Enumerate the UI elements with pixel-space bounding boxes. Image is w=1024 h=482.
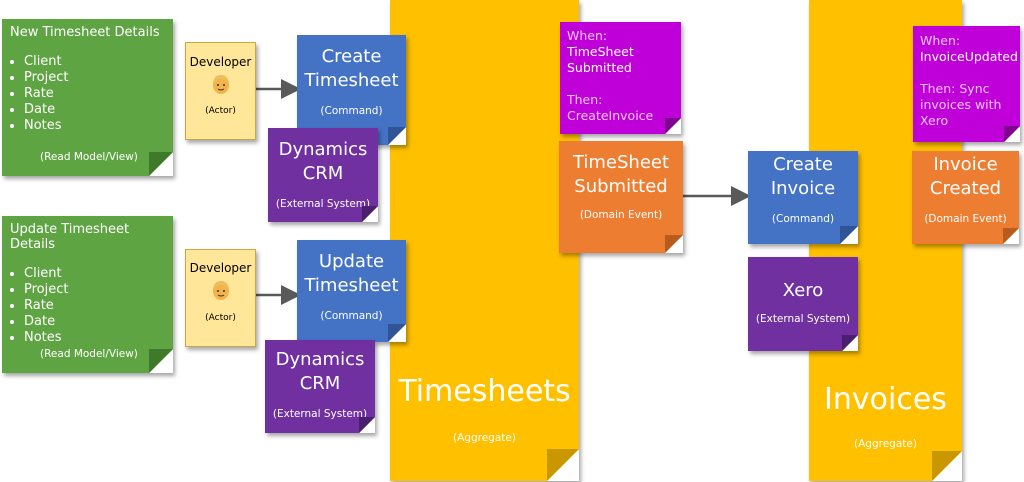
external-system-title-line1: Dynamics — [278, 139, 368, 160]
aggregate-type: (Aggregate) — [854, 438, 917, 450]
read-model-title: New Timesheet Details — [10, 25, 160, 40]
developer-face-icon — [212, 281, 229, 300]
external-system-dynamics-crm-2: Dynamics CRM (External System) — [265, 340, 375, 433]
fold-corner — [388, 324, 406, 342]
event-invoice-created: Invoice Created (Domain Event) — [912, 151, 1019, 244]
fold-corner — [665, 118, 681, 134]
list-item: Project — [24, 70, 165, 86]
external-system-type: (External System) — [755, 313, 851, 325]
policy-when-label: When: — [920, 33, 961, 48]
external-system-title-line1: Xero — [782, 280, 824, 301]
event-title-line1: TimeSheet — [572, 152, 670, 173]
list-item: Date — [24, 314, 165, 330]
command-type: (Command) — [320, 105, 383, 117]
external-system-type: (External System) — [275, 198, 371, 210]
aggregate-type: (Aggregate) — [453, 432, 516, 444]
command-title-line1: Create — [321, 46, 382, 67]
command-title-line2: Invoice — [770, 178, 836, 199]
fold-corner — [1003, 228, 1019, 244]
event-title-line1: Invoice — [933, 154, 998, 175]
fold-corner — [840, 226, 858, 244]
list-item: Date — [24, 102, 165, 118]
fold-corner — [1004, 126, 1020, 142]
external-system-title-line2: CRM — [302, 163, 344, 184]
actor-developer-2: Developer (Actor) — [185, 249, 256, 347]
policy-then-value: CreateInvoice — [567, 108, 654, 123]
actor-type: (Actor) — [205, 106, 236, 116]
command-create-timesheet: Create Timesheet (Command) — [297, 35, 406, 145]
command-title-line1: Create — [773, 154, 833, 175]
fold-corner — [149, 152, 173, 176]
policy-when-label: When: — [567, 28, 608, 43]
policy-when-line2: Submitted — [567, 60, 632, 75]
policy-then-line1: Then: Sync — [920, 81, 990, 96]
fold-corner — [362, 206, 378, 222]
field-list: Client Project Rate Date Notes — [10, 266, 165, 346]
fold-corner — [388, 127, 406, 145]
command-type: (Command) — [771, 213, 835, 225]
policy-then-line2: invoices with — [920, 97, 1002, 112]
actor-name: Developer — [189, 261, 252, 275]
list-item: Rate — [24, 86, 165, 102]
command-type: (Command) — [320, 310, 383, 322]
fold-corner — [932, 451, 962, 481]
read-model-type: (Read Model/View) — [40, 348, 138, 360]
event-type: (Domain Event) — [924, 213, 1007, 225]
read-model-type: (Read Model/View) — [40, 151, 138, 163]
policy-then-line3: Xero — [920, 113, 949, 128]
external-system-xero: Xero (External System) — [748, 257, 858, 351]
policy-invoice-updated: When: InvoiceUpdated Then: Sync invoices… — [913, 26, 1020, 142]
event-timesheet-submitted: TimeSheet Submitted (Domain Event) — [559, 141, 683, 253]
event-title-line2: Submitted — [574, 176, 668, 197]
fold-corner — [547, 449, 579, 481]
list-item: Notes — [24, 118, 165, 134]
list-item: Client — [24, 54, 165, 70]
aggregate-title: Invoices — [824, 382, 947, 417]
fold-corner — [359, 417, 375, 433]
fold-corner — [842, 335, 858, 351]
field-list: Client Project Rate Date Notes — [10, 54, 165, 134]
command-update-timesheet: Update Timesheet (Command) — [297, 240, 406, 342]
actor-name: Developer — [189, 55, 252, 69]
list-item: Client — [24, 266, 165, 282]
read-model-update-timesheet: Update Timesheet Details Client Project … — [2, 216, 173, 373]
command-title-line2: Timesheet — [304, 70, 399, 91]
policy-then-label: Then: — [567, 92, 603, 107]
read-model-title: Update Timesheet Details — [10, 222, 130, 252]
policy-when-value: InvoiceUpdated — [920, 49, 1018, 64]
command-create-invoice: Create Invoice (Command) — [748, 151, 858, 244]
command-title-line2: Timesheet — [304, 275, 399, 296]
list-item: Project — [24, 282, 165, 298]
external-system-title-line2: CRM — [299, 373, 341, 394]
command-title-line1: Update — [318, 251, 385, 272]
actor-developer-1: Developer (Actor) — [185, 42, 256, 140]
list-item: Rate — [24, 298, 165, 314]
aggregate-timesheets: Timesheets (Aggregate) — [390, 0, 579, 481]
external-system-dynamics-crm-1: Dynamics CRM (External System) — [268, 128, 378, 222]
aggregate-title: Timesheets — [398, 374, 571, 409]
read-model-new-timesheet: New Timesheet Details Client Project Rat… — [2, 19, 173, 176]
event-title-line2: Created — [929, 178, 1002, 199]
policy-when-line1: TimeSheet — [567, 44, 634, 59]
external-system-title-line1: Dynamics — [275, 349, 365, 370]
fold-corner — [149, 349, 173, 373]
fold-corner — [665, 235, 683, 253]
external-system-type: (External System) — [272, 408, 368, 420]
list-item: Notes — [24, 330, 165, 346]
policy-timesheet-submitted: When: TimeSheet Submitted Then: CreateIn… — [560, 22, 681, 134]
developer-face-icon — [212, 75, 229, 94]
event-type: (Domain Event) — [579, 209, 663, 221]
actor-type: (Actor) — [205, 313, 236, 323]
